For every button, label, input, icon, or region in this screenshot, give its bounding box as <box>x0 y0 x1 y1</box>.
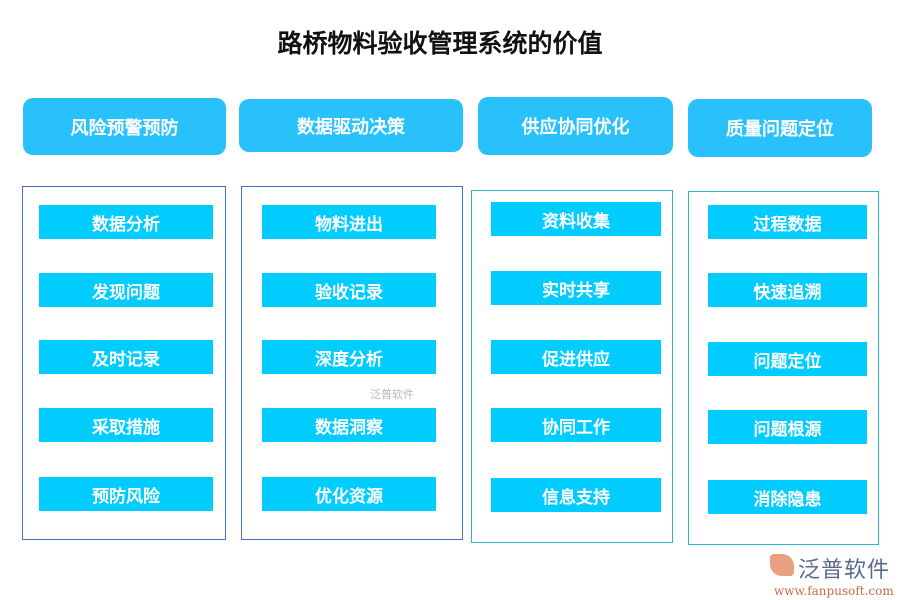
value-item: 资料收集 <box>491 202 661 236</box>
column-header: 数据驱动决策 <box>239 99 463 152</box>
column-box <box>241 186 463 540</box>
value-item: 问题根源 <box>708 410 867 444</box>
logo-mark-icon <box>770 554 794 576</box>
column-header: 供应协同优化 <box>478 97 673 155</box>
column-box <box>471 190 673 543</box>
value-item: 数据分析 <box>39 205 213 239</box>
fanpusoft-logo: 泛普软件 www.fanpusoft.com <box>770 552 894 598</box>
page-title: 路桥物料验收管理系统的价值 <box>277 29 603 58</box>
value-item: 信息支持 <box>491 478 661 512</box>
value-item: 快速追溯 <box>708 273 867 307</box>
value-item: 过程数据 <box>708 205 867 239</box>
value-item: 预防风险 <box>39 477 213 511</box>
column-box <box>688 191 879 545</box>
value-item: 物料进出 <box>262 205 436 239</box>
column-box <box>22 186 226 540</box>
logo-url: www.fanpusoft.com <box>774 584 894 598</box>
column-header: 质量问题定位 <box>688 99 872 157</box>
value-item: 数据洞察 <box>262 408 436 442</box>
value-item: 消除隐患 <box>708 480 867 514</box>
watermark: 泛普软件 <box>370 388 414 401</box>
value-item: 问题定位 <box>708 342 867 376</box>
value-item: 验收记录 <box>262 273 436 307</box>
value-item: 促进供应 <box>491 340 661 374</box>
value-item: 及时记录 <box>39 340 213 374</box>
logo-name: 泛普软件 <box>798 558 891 583</box>
column-header: 风险预警预防 <box>23 98 226 155</box>
value-item: 协同工作 <box>491 408 661 442</box>
value-item: 发现问题 <box>39 273 213 307</box>
value-item: 优化资源 <box>262 477 436 511</box>
value-item: 深度分析 <box>262 340 436 374</box>
value-item: 实时共享 <box>491 271 661 305</box>
value-item: 采取措施 <box>39 408 213 442</box>
